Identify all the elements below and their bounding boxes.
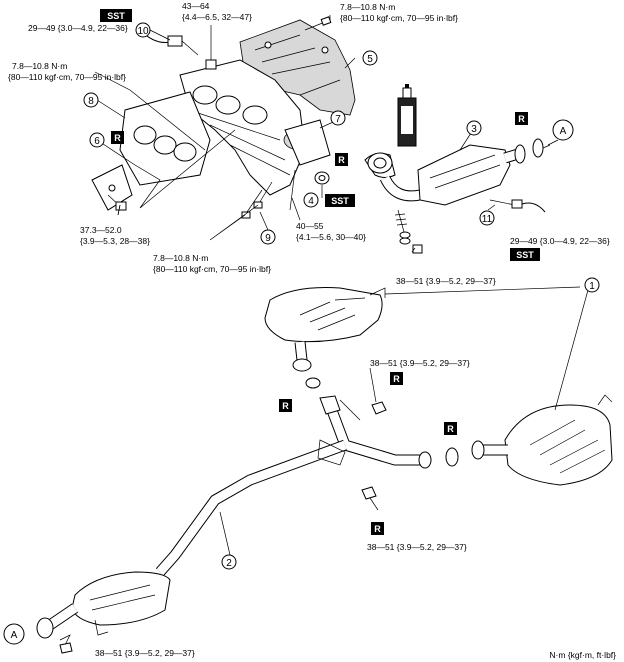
svg-text:7: 7: [335, 114, 341, 125]
svg-text:{4.4—6.5, 32—47}: {4.4—6.5, 32—47}: [182, 12, 252, 22]
svg-text:5: 5: [367, 54, 373, 65]
torque-38-51-front: 38—51 {3.9—5.2, 29—37}: [95, 648, 195, 658]
svg-text:SST: SST: [107, 11, 125, 21]
svg-text:2: 2: [226, 558, 232, 569]
svg-text:R: R: [518, 114, 525, 124]
svg-text:R: R: [338, 155, 345, 165]
front-pipe-gasket: [314, 171, 330, 185]
torque-38-51-converter: 38—51 {3.9—5.2, 29—37}: [396, 276, 496, 286]
svg-text:37.3—52.0: 37.3—52.0: [80, 225, 122, 235]
svg-text:R: R: [393, 374, 400, 384]
callout-9: 9: [260, 229, 276, 245]
manifold-nut: [205, 40, 217, 70]
svg-text:A: A: [11, 630, 18, 641]
callout-8: 8: [83, 92, 99, 108]
torque-38-51-lower: 38—51 {3.9—5.2, 29—37}: [367, 542, 467, 552]
middle-pipe: [155, 395, 432, 576]
callout-11: 11: [479, 210, 495, 226]
main-silencer-upper: [264, 287, 386, 389]
manifold-gasket: [119, 91, 211, 186]
main-silencer-lower: [445, 394, 613, 486]
svg-text:6: 6: [94, 136, 100, 147]
ref-a-upper: A: [552, 119, 574, 141]
callout-1: 1: [584, 277, 600, 293]
torque-29-49-top: 29—49 {3.0—4.9, 22—36}: [28, 23, 128, 33]
converter-spring-bolt: [394, 209, 423, 254]
callout-3: 3: [466, 120, 482, 136]
leader-lines: [94, 15, 589, 556]
torque-40-55: 40—55 {4.1—5.6, 30—40}: [296, 221, 366, 242]
svg-text:A: A: [560, 126, 567, 137]
callout-4: 4: [303, 192, 319, 208]
sst-badge-right: SST: [510, 248, 540, 261]
ref-a-lower: A: [3, 623, 25, 645]
torque-7-8-bottom: 7.8—10.8 N·m {80—110 kgf·cm, 70—95 in·lb…: [153, 253, 271, 274]
middle-pipe-nut-lower: [361, 486, 377, 500]
svg-text:10: 10: [137, 26, 149, 37]
svg-text:38—51 {3.9—5.2, 29—37}: 38—51 {3.9—5.2, 29—37}: [367, 542, 467, 552]
callout-10: 10: [135, 22, 151, 38]
svg-text:R: R: [447, 424, 454, 434]
svg-text:{80—110 kgf·cm, 70—95 in·lbf}: {80—110 kgf·cm, 70—95 in·lbf}: [153, 264, 271, 274]
r-badge-lower-nut: R: [371, 522, 384, 535]
svg-text:{80—110 kgf·cm, 70—95 in·lbf}: {80—110 kgf·cm, 70—95 in·lbf}: [340, 13, 458, 23]
svg-text:38—51 {3.9—5.2, 29—37}: 38—51 {3.9—5.2, 29—37}: [370, 358, 470, 368]
svg-text:N·m {kgf·m, ft·lbf}: N·m {kgf·m, ft·lbf}: [549, 650, 616, 660]
svg-text:3: 3: [471, 124, 477, 135]
sealant-spray-can: [397, 84, 417, 147]
sst-badge-gasket: SST: [325, 194, 355, 207]
exhaust-manifold: [179, 59, 331, 196]
svg-text:43—64: 43—64: [182, 1, 210, 11]
callout-7: 7: [330, 110, 346, 126]
r-badge-manifold: R: [111, 131, 124, 144]
units-legend: N·m {kgf·m, ft·lbf}: [549, 650, 616, 660]
svg-text:7.8—10.8 N·m: 7.8—10.8 N·m: [340, 2, 395, 12]
svg-text:SST: SST: [331, 196, 349, 206]
insulator-bolt: [304, 16, 332, 31]
svg-text:40—55: 40—55: [296, 221, 324, 231]
callout-2: 2: [221, 554, 237, 570]
svg-text:1: 1: [589, 281, 595, 292]
pre-silencer: [36, 571, 171, 654]
svg-text:8: 8: [88, 96, 94, 107]
svg-text:7.8—10.8 N·m: 7.8—10.8 N·m: [153, 253, 208, 263]
torque-37-3: 37.3—52.0 {3.9—5.3, 28—38}: [80, 225, 150, 246]
svg-text:38—51 {3.9—5.2, 29—37}: 38—51 {3.9—5.2, 29—37}: [95, 648, 195, 658]
r-badge-converter: R: [515, 112, 528, 125]
svg-text:R: R: [374, 524, 381, 534]
svg-text:7.8—10.8 N·m: 7.8—10.8 N·m: [12, 61, 67, 71]
callout-6: 6: [89, 132, 105, 148]
oxygen-sensor-front: [139, 29, 199, 56]
svg-text:{80—110 kgf·cm, 70—95 in·lbf}: {80—110 kgf·cm, 70—95 in·lbf}: [8, 72, 126, 82]
svg-text:SST: SST: [516, 250, 534, 260]
svg-text:9: 9: [265, 233, 271, 244]
r-badge-gasket: R: [335, 153, 348, 166]
svg-text:29—49 {3.0—4.9, 22—36}: 29—49 {3.0—4.9, 22—36}: [510, 236, 610, 246]
r-badge-middle-nut: R: [390, 372, 403, 385]
manifold-bracket: [91, 164, 133, 211]
torque-43-64: 43—64 {4.4—6.5, 32—47}: [182, 1, 252, 22]
torque-7-8-left: 7.8—10.8 N·m {80—110 kgf·cm, 70—95 in·lb…: [8, 61, 126, 82]
torque-7-8-top-right: 7.8—10.8 N·m {80—110 kgf·cm, 70—95 in·lb…: [340, 2, 458, 23]
callout-5: 5: [362, 50, 378, 66]
oxygen-sensor-rear: [489, 199, 546, 213]
svg-text:38—51 {3.9—5.2, 29—37}: 38—51 {3.9—5.2, 29—37}: [396, 276, 496, 286]
torque-29-49-right: 29—49 {3.0—4.9, 22—36}: [510, 236, 610, 246]
svg-text:{3.9—5.3, 28—38}: {3.9—5.3, 28—38}: [80, 236, 150, 246]
torque-38-51-middle: 38—51 {3.9—5.2, 29—37}: [370, 358, 470, 368]
svg-text:29—49 {3.0—4.9, 22—36}: 29—49 {3.0—4.9, 22—36}: [28, 23, 128, 33]
svg-text:{4.1—5.6, 30—40}: {4.1—5.6, 30—40}: [296, 232, 366, 242]
r-badge-silencer-gasket: R: [279, 399, 292, 412]
svg-text:R: R: [114, 133, 121, 143]
svg-text:4: 4: [308, 196, 314, 207]
sst-badge-top: SST: [100, 9, 132, 22]
svg-text:R: R: [282, 401, 289, 411]
r-badge-rear-gasket: R: [444, 422, 457, 435]
catalytic-converter: [364, 138, 551, 206]
middle-pipe-nut-upper: [371, 401, 387, 415]
svg-text:11: 11: [482, 214, 493, 225]
